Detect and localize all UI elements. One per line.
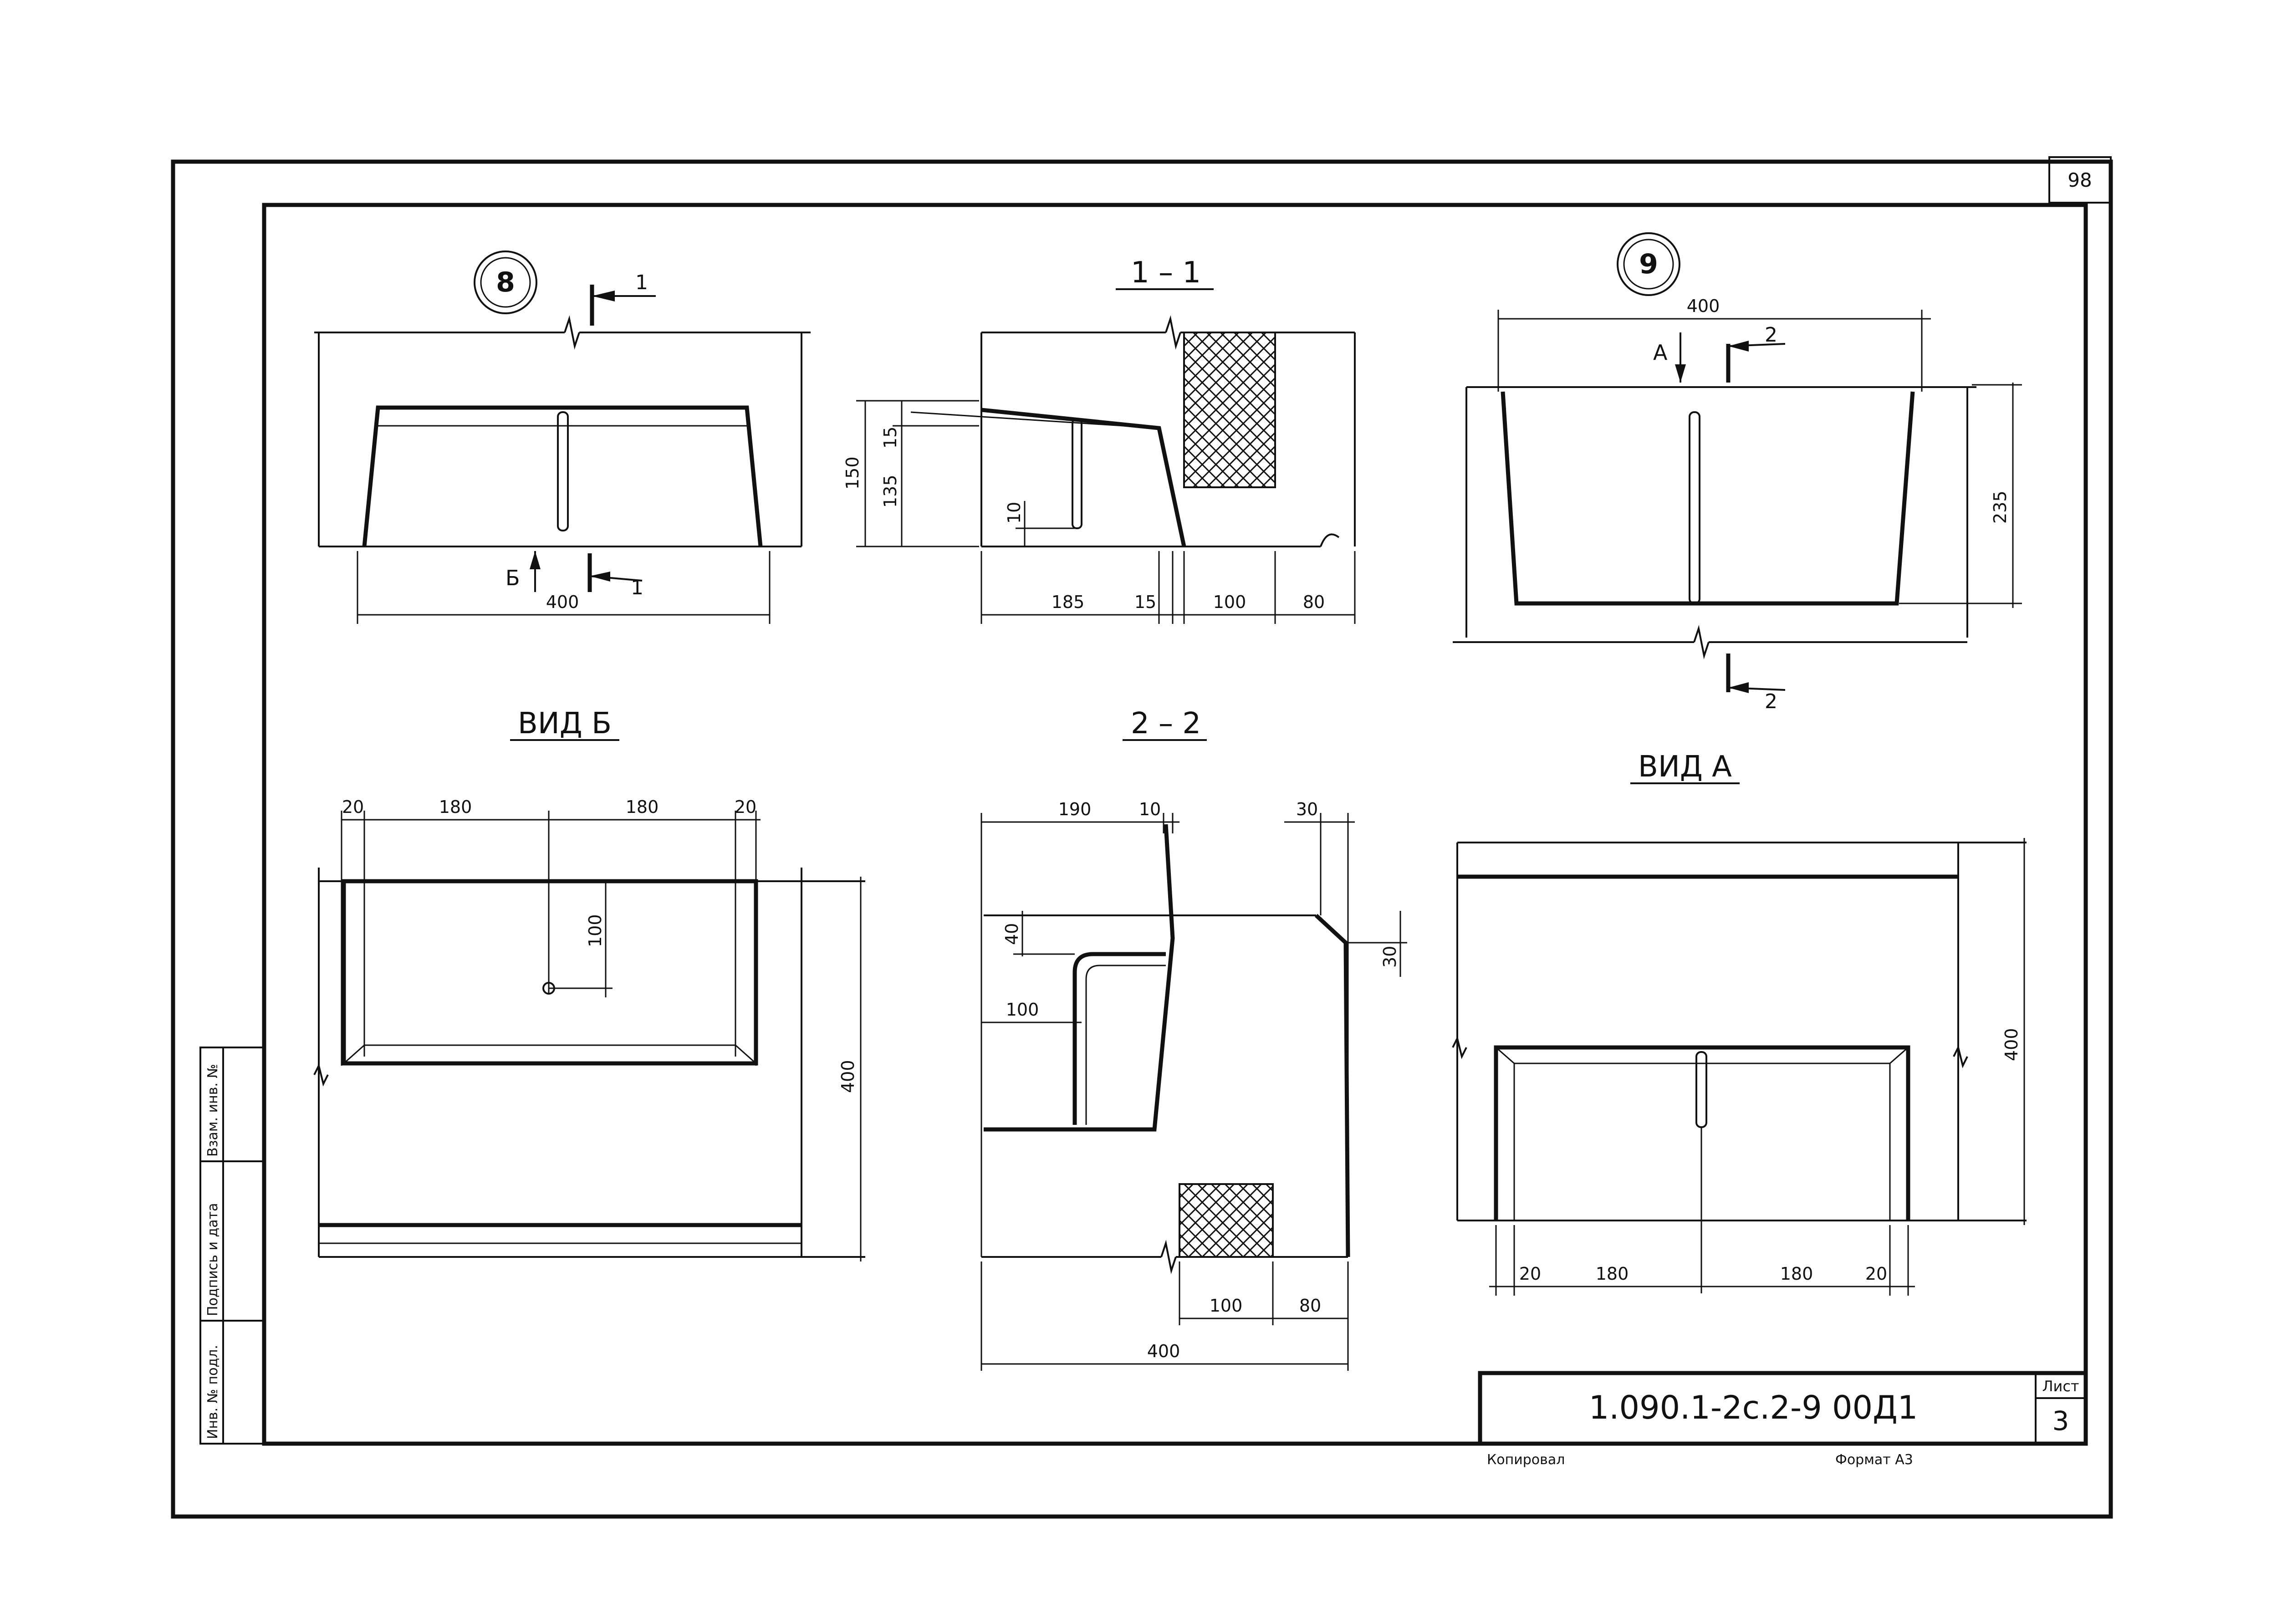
vb-dim-180-right: 180 xyxy=(626,797,659,817)
callout-marker-8 xyxy=(474,250,537,314)
s11-dim-15-top: 15 xyxy=(880,427,900,449)
left-stamp: Инв. № подл. Подпись и дата Взам. инв. № xyxy=(199,1047,265,1445)
stamp-cell-inv-repl: Взам. инв. № xyxy=(205,1064,221,1157)
section-mark-2-bottom: 2 xyxy=(1765,690,1777,713)
section-2-2: 2 – 2 190 10 30 40 30 100 xyxy=(980,707,1407,1371)
page-corner-number: 98 xyxy=(2068,169,2092,191)
section-1-1: 1 – 1 150 15 135 10 185 15 xyxy=(842,256,1356,624)
hatched-block xyxy=(1179,1183,1274,1258)
s22-dim-30-side: 30 xyxy=(1380,946,1400,968)
sheet-label: Лист xyxy=(2042,1378,2079,1395)
view-a-title: ВИД А xyxy=(1638,750,1732,784)
view-a: ВИД А 20 180 180 20 400 xyxy=(1452,750,2027,1296)
section-2-2-title: 2 – 2 xyxy=(1131,707,1201,741)
view-arrow-a: А xyxy=(1653,340,1668,365)
s11-dim-185: 185 xyxy=(1052,592,1085,612)
s11-dim-10: 10 xyxy=(1004,502,1024,524)
va-dim-180-left: 180 xyxy=(1596,1264,1629,1284)
s22-dim-10: 10 xyxy=(1139,799,1161,819)
s22-dim-100-left: 100 xyxy=(1006,1000,1039,1020)
sheet-number: 3 xyxy=(2052,1405,2069,1436)
view-arrow-b: Б xyxy=(505,566,520,590)
v9-dim-height: 235 xyxy=(1990,490,2010,524)
va-dim-180-right: 180 xyxy=(1780,1264,1813,1284)
s22-dim-80: 80 xyxy=(1299,1296,1321,1316)
section-mark-1-top: 1 xyxy=(635,271,648,294)
s22-dim-40: 40 xyxy=(1002,923,1022,945)
drawing-code: 1.090.1-2с.2-9 00Д1 xyxy=(1589,1389,1918,1426)
va-dim-height: 400 xyxy=(2001,1028,2022,1061)
va-dim-20-right: 20 xyxy=(1865,1264,1887,1284)
s22-dim-100-bottom: 100 xyxy=(1210,1296,1243,1316)
stamp-cell-inv-orig: Инв. № подл. xyxy=(205,1345,221,1439)
vb-dim-20-right: 20 xyxy=(735,797,756,817)
copied-label: Копировал xyxy=(1487,1452,1565,1468)
s22-dim-30-top: 30 xyxy=(1296,799,1318,819)
title-block: 1.090.1-2с.2-9 00Д1 Лист 3 Копировал Фор… xyxy=(1478,1371,2088,1468)
view-b: ВИД Б 20 180 180 20 100 400 xyxy=(313,707,865,1261)
vb-dim-height: 400 xyxy=(838,1060,858,1093)
section-1-1-title: 1 – 1 xyxy=(1131,256,1201,290)
stamp-cell-signature: Подпись и дата xyxy=(205,1203,221,1317)
section-mark-2-top: 2 xyxy=(1765,323,1777,347)
view-b-title: ВИД Б xyxy=(518,707,612,741)
s11-dim-150: 150 xyxy=(842,456,863,490)
callout-marker-9-label: 9 xyxy=(1639,248,1658,280)
s11-dim-80: 80 xyxy=(1303,592,1325,612)
s22-dim-400: 400 xyxy=(1147,1341,1180,1361)
view-8: 8 1 Б 1 400 xyxy=(314,250,811,624)
format-label: Формат А3 xyxy=(1835,1452,1913,1468)
vb-dim-20-left: 20 xyxy=(342,797,364,817)
callout-marker-9 xyxy=(1617,232,1680,296)
s11-dim-15-bottom: 15 xyxy=(1134,592,1156,612)
vb-dim-inner: 100 xyxy=(585,914,605,947)
s22-dim-190: 190 xyxy=(1058,799,1092,819)
callout-marker-8-label: 8 xyxy=(496,266,515,298)
section-mark-1-bottom: 1 xyxy=(631,576,643,599)
va-dim-20-left: 20 xyxy=(1519,1264,1541,1284)
s11-dim-100: 100 xyxy=(1213,592,1246,612)
vb-dim-180-left: 180 xyxy=(439,797,472,817)
s11-dim-135: 135 xyxy=(880,475,900,508)
v8-dim-width: 400 xyxy=(546,592,579,612)
hatched-area xyxy=(1183,332,1276,488)
view-9: 9 400 А 2 2 235 xyxy=(1453,232,2022,713)
sheet-frame: 98 xyxy=(171,156,2113,1519)
v9-dim-width: 400 xyxy=(1687,296,1720,316)
